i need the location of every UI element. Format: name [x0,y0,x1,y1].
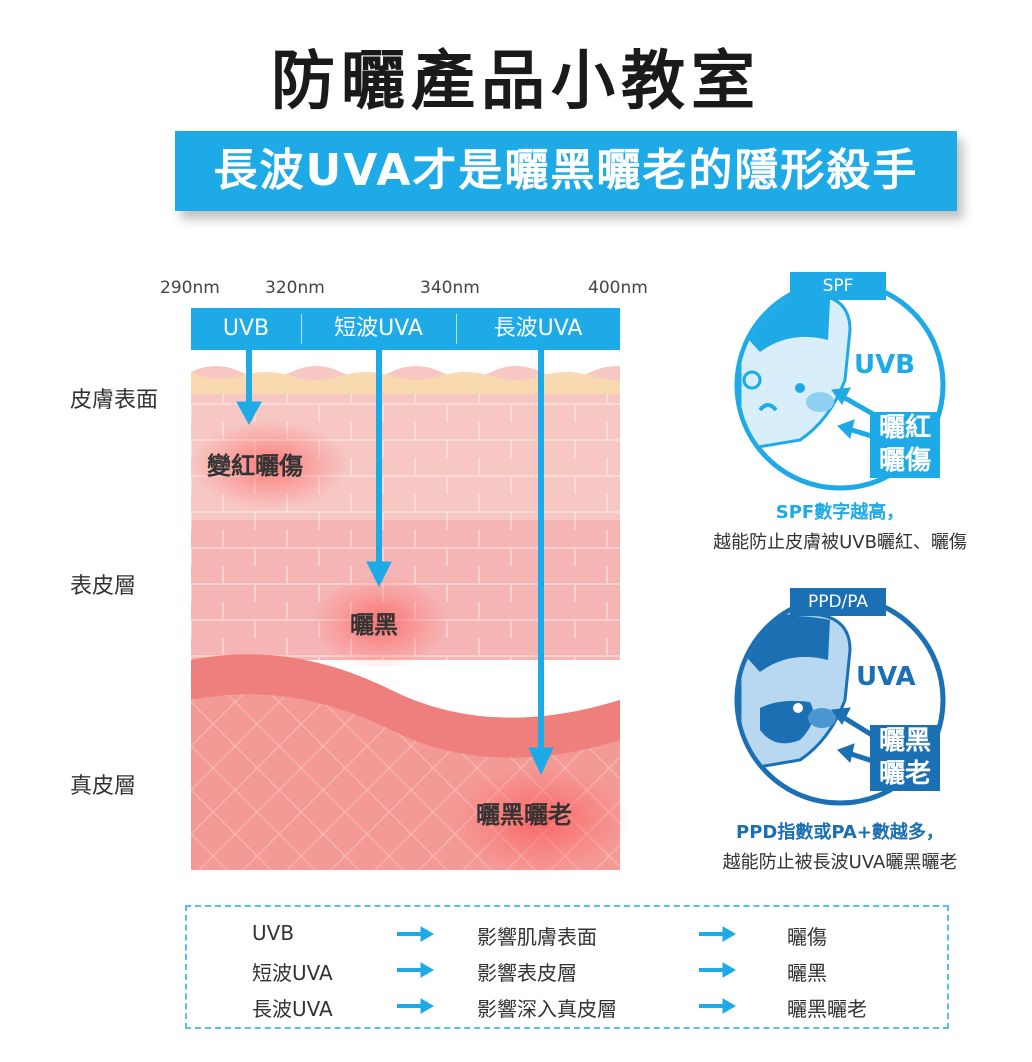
pa-effects-badge: 曬黑 曬老 [870,725,940,791]
band-divider [456,314,457,344]
pa-caption-line1: PPD指數或PA+數越多， [736,822,944,843]
pa-ray-label: UVA [856,662,916,692]
spf-effect-burn: 曬傷 [878,446,931,476]
legend-ray: 短波UVA [252,961,333,985]
uv-band-bar: UVB 短波UVA 長波UVA [191,308,620,350]
band-long-uva: 長波UVA [493,316,583,341]
arrow-right-icon [420,998,434,1014]
legend-ray: UVB [252,921,295,945]
label-dermis: 真皮層 [70,774,137,799]
effect-tan-aging: 曬黑曬老 [476,801,572,829]
legend-result: 曬傷 [787,925,827,949]
summary-legend: UVB 影響肌膚表面 曬傷 短波UVA 影響表皮層 曬黑 長波UVA 影響深入真… [185,905,949,1029]
spf-tag: SPF [790,272,886,300]
effect-tan: 曬黑 [350,611,398,639]
pa-face-illustration [734,594,946,806]
spf-effect-redden: 曬紅 [878,413,931,443]
pa-caption: PPD指數或PA+數越多， 越能防止被長波UVA曬黑曬老 [680,818,1000,874]
pa-caption-line2: 越能防止被長波UVA曬黑曬老 [722,852,958,873]
label-epidermis: 表皮層 [70,574,137,599]
band-uvb: UVB [222,316,270,341]
page-title: 防曬產品小教室 [271,45,761,119]
arrow-right-icon [722,926,736,942]
spf-caption: SPF數字越高， 越能防止皮膚被UVB曬紅、曬傷 [680,498,1000,554]
uvb-arrow-head [236,401,262,426]
arrow-right-icon [420,926,434,942]
short-uva-arrow-head [366,561,392,588]
pa-effect-tan: 曬黑 [878,726,931,756]
legend-impact: 影響表皮層 [477,961,577,985]
subtitle-banner: 長波UVA才是曬黑曬老的隱形殺手 [175,131,957,211]
wavelength-320: 320nm [265,278,325,298]
burn-glow [190,420,350,510]
legend-result: 曬黑 [787,961,827,985]
effect-sunburn: 變紅曬傷 [207,452,303,480]
long-uva-arrow-head [528,747,554,776]
spf-face-illustration [734,279,946,491]
legend-impact: 影響肌膚表面 [477,925,597,949]
tan-glow [310,575,450,670]
legend-result: 曬黑曬老 [787,997,867,1021]
legend-ray: 長波UVA [252,997,333,1021]
aging-glow [450,765,630,875]
spf-caption-line1: SPF數字越高， [775,502,905,523]
legend-impact: 影響深入真皮層 [477,997,617,1021]
arrow-right-icon [722,998,736,1014]
spf-caption-line2: 越能防止皮膚被UVB曬紅、曬傷 [713,532,967,553]
arrow-right-icon [722,962,736,978]
wavelength-400: 400nm [588,278,648,298]
band-divider [301,314,302,344]
wavelength-290: 290nm [160,278,220,298]
spf-effects-badge: 曬紅 曬傷 [870,412,940,478]
penetration-arrows [236,350,554,776]
arrow-right-icon [420,962,434,978]
label-skin-surface: 皮膚表面 [70,388,159,413]
pa-effect-aging: 曬老 [878,759,931,789]
wavelength-340: 340nm [420,278,480,298]
spf-ray-label: UVB [854,350,916,380]
pa-tag: PPD/PA [790,588,886,616]
band-short-uva: 短波UVA [334,316,423,341]
legend-arrows [397,926,736,1014]
